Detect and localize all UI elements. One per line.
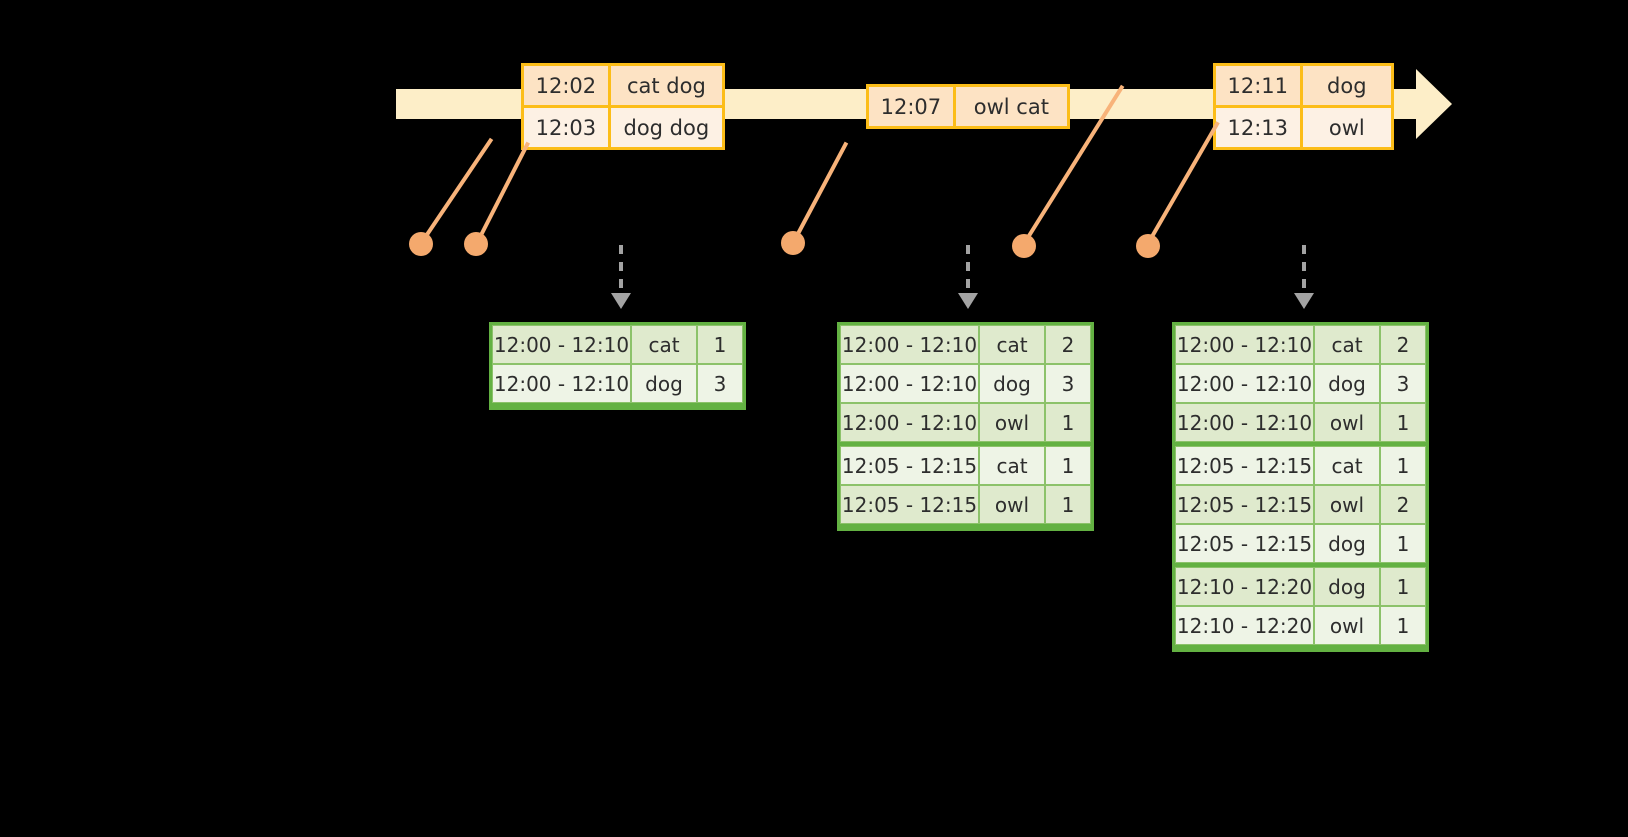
event-row: 12:13 owl xyxy=(1216,105,1391,147)
cell-count: 1 xyxy=(1045,446,1091,485)
event-words: cat dog xyxy=(610,66,722,105)
event-row: 12:07 owl cat xyxy=(869,87,1067,126)
arrow-shaft xyxy=(1302,245,1306,295)
cell-count: 1 xyxy=(1380,524,1426,563)
event-words: dog dog xyxy=(610,108,722,147)
event-row: 12:11 dog xyxy=(1216,66,1391,105)
cell-word: dog xyxy=(1314,364,1380,403)
cell-window: 12:05 - 12:15 xyxy=(1175,524,1314,563)
cell-window: 12:00 - 12:10 xyxy=(1175,325,1314,364)
connector-line-2 xyxy=(474,141,530,246)
event-words: dog xyxy=(1302,66,1391,105)
cell-word: owl xyxy=(979,403,1045,442)
cell-window: 12:00 - 12:10 xyxy=(840,364,979,403)
arrow-tip xyxy=(958,293,978,309)
event-words: owl cat xyxy=(955,87,1067,126)
event-time: 12:11 xyxy=(1216,66,1303,105)
cell-word: owl xyxy=(979,485,1045,524)
cell-count: 1 xyxy=(1380,606,1426,645)
timeline-arrow-head xyxy=(1416,69,1452,139)
cell-count: 1 xyxy=(697,325,743,364)
arrow-shaft xyxy=(619,245,623,295)
cell-word: cat xyxy=(631,325,697,364)
connector-dot-5 xyxy=(1136,234,1160,258)
event-time: 12:07 xyxy=(869,87,956,126)
event-words: owl xyxy=(1302,108,1391,147)
cell-word: dog xyxy=(1314,567,1380,606)
cell-window: 12:00 - 12:10 xyxy=(1175,403,1314,442)
cell-word: cat xyxy=(979,446,1045,485)
cell-count: 2 xyxy=(1380,485,1426,524)
event-row: 12:03 dog dog xyxy=(524,105,722,147)
cell-window: 12:00 - 12:10 xyxy=(492,325,631,364)
cell-count: 1 xyxy=(1380,446,1426,485)
event-time: 12:13 xyxy=(1216,108,1303,147)
cell-window: 12:05 - 12:15 xyxy=(1175,446,1314,485)
arrow-shaft xyxy=(966,245,970,295)
cell-word: dog xyxy=(631,364,697,403)
cell-window: 12:00 - 12:10 xyxy=(840,403,979,442)
cell-count: 1 xyxy=(1380,403,1426,442)
cell-word: cat xyxy=(979,325,1045,364)
cell-word: owl xyxy=(1314,403,1380,442)
cell-word: cat xyxy=(1314,446,1380,485)
cell-window: 12:10 - 12:20 xyxy=(1175,567,1314,606)
cell-window: 12:05 - 12:15 xyxy=(840,446,979,485)
event-box-2: 12:07 owl cat xyxy=(866,84,1070,129)
event-box-1: 12:02 cat dog 12:03 dog dog xyxy=(521,63,725,150)
event-time: 12:03 xyxy=(524,108,611,147)
cell-count: 2 xyxy=(1380,325,1426,364)
cell-word: owl xyxy=(1314,606,1380,645)
cell-word: cat xyxy=(1314,325,1380,364)
arrow-tip xyxy=(611,293,631,309)
connector-dot-1 xyxy=(409,232,433,256)
arrow-tip xyxy=(1294,293,1314,309)
cell-count: 3 xyxy=(697,364,743,403)
cell-count: 1 xyxy=(1045,403,1091,442)
cell-count: 1 xyxy=(1380,567,1426,606)
cell-window: 12:00 - 12:10 xyxy=(840,325,979,364)
cell-count: 3 xyxy=(1380,364,1426,403)
cell-window: 12:10 - 12:20 xyxy=(1175,606,1314,645)
event-box-3: 12:11 dog 12:13 owl xyxy=(1213,63,1394,150)
connector-dot-2 xyxy=(464,232,488,256)
connector-line-5 xyxy=(1144,121,1220,248)
cell-count: 1 xyxy=(1045,485,1091,524)
connector-dot-4 xyxy=(1012,234,1036,258)
cell-word: owl xyxy=(1314,485,1380,524)
event-row: 12:02 cat dog xyxy=(524,66,722,105)
cell-word: dog xyxy=(1314,524,1380,563)
connector-dot-3 xyxy=(781,231,805,255)
cell-word: dog xyxy=(979,364,1045,403)
cell-window: 12:05 - 12:15 xyxy=(1175,485,1314,524)
cell-count: 3 xyxy=(1045,364,1091,403)
cell-window: 12:05 - 12:15 xyxy=(840,485,979,524)
connector-line-3 xyxy=(790,141,849,246)
event-time: 12:02 xyxy=(524,66,611,105)
cell-count: 2 xyxy=(1045,325,1091,364)
cell-window: 12:00 - 12:10 xyxy=(1175,364,1314,403)
cell-window: 12:00 - 12:10 xyxy=(492,364,631,403)
